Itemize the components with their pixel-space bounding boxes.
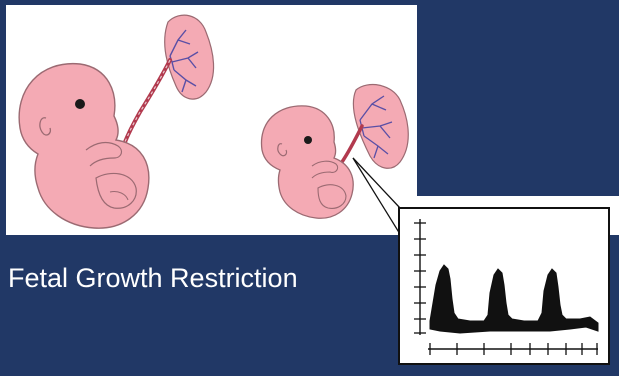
umbilical-cord-small bbox=[342, 126, 362, 162]
umbilical-cord-large bbox=[122, 60, 170, 150]
placenta-large bbox=[165, 15, 214, 99]
doppler-waveform bbox=[400, 209, 608, 363]
fetus-large bbox=[19, 64, 149, 229]
fetus-small bbox=[261, 106, 353, 218]
waveform-trace bbox=[430, 265, 598, 333]
doppler-waveform-box bbox=[398, 207, 610, 365]
caption: Fetal Growth Restriction bbox=[8, 262, 388, 294]
